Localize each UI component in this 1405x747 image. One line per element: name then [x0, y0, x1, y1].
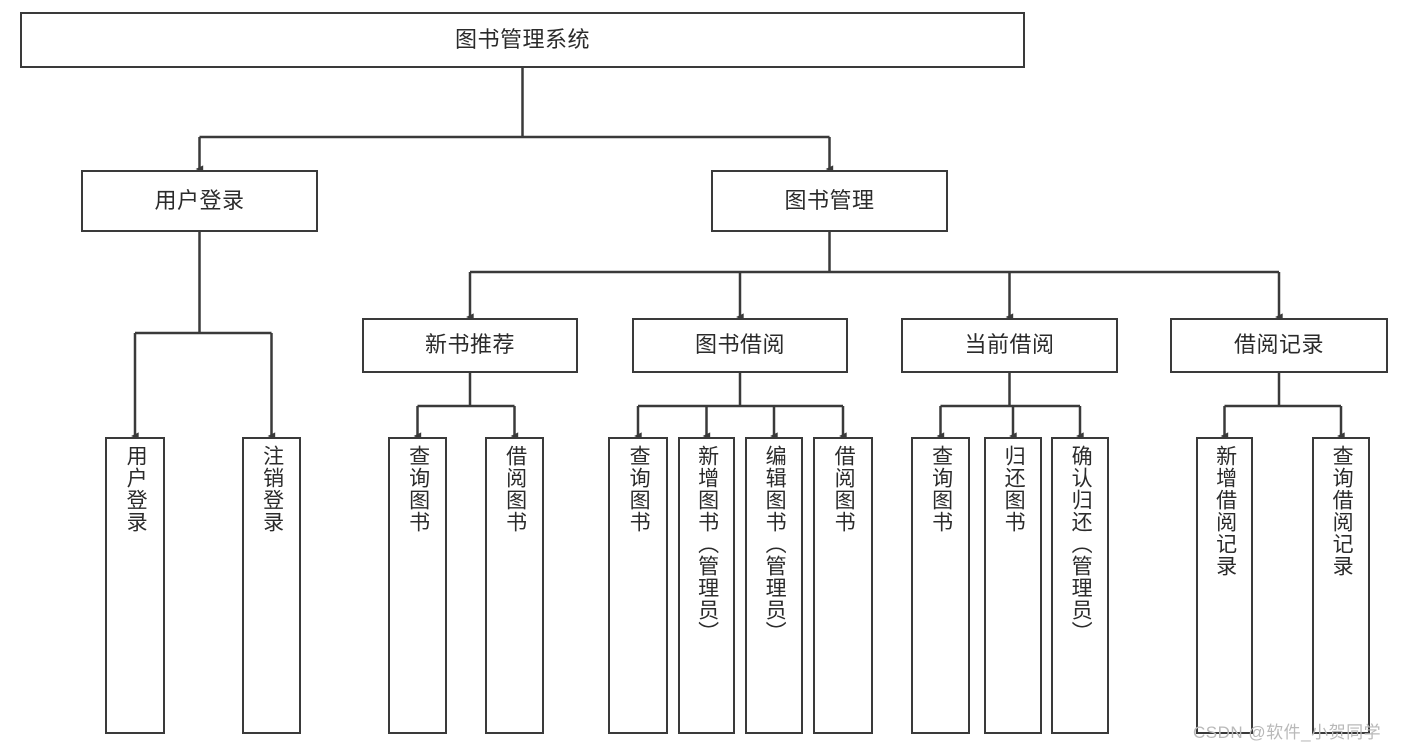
node-label: 图书管理系统 [454, 26, 590, 52]
node-leaf-logout[interactable]: 注销登录 [242, 437, 301, 734]
node-label: 查询图书 [627, 445, 651, 533]
node-current-borrow[interactable]: 当前借阅 [901, 318, 1118, 373]
node-leaf-add-book[interactable]: 新增图书（管理员） [678, 437, 735, 734]
node-leaf-confirm-return[interactable]: 确认归还（管理员） [1051, 437, 1109, 734]
node-label: 借阅图书 [503, 445, 527, 533]
node-label: 借阅图书 [832, 445, 856, 533]
node-borrow-record[interactable]: 借阅记录 [1170, 318, 1388, 373]
node-label: 新增图书（管理员） [695, 445, 719, 643]
node-leaf-add-record[interactable]: 新增借阅记录 [1196, 437, 1253, 734]
node-label: 用户登录 [154, 187, 245, 213]
node-label: 新书推荐 [424, 332, 515, 358]
node-label: 查询图书 [929, 445, 953, 533]
node-label: 归还图书 [1002, 445, 1026, 533]
node-leaf-user-login[interactable]: 用户登录 [105, 437, 165, 734]
node-leaf-borrow-book-2[interactable]: 借阅图书 [813, 437, 873, 734]
node-label: 图书借阅 [694, 332, 785, 358]
node-label: 注销登录 [260, 445, 284, 533]
node-root[interactable]: 图书管理系统 [20, 12, 1025, 68]
node-label: 确认归还（管理员） [1069, 445, 1093, 643]
node-label: 编辑图书（管理员） [763, 445, 787, 643]
node-label: 用户登录 [124, 445, 148, 533]
node-label: 查询借阅记录 [1330, 445, 1354, 577]
node-leaf-query-book-3[interactable]: 查询图书 [911, 437, 970, 734]
node-user-login[interactable]: 用户登录 [81, 170, 318, 232]
node-label: 借阅记录 [1233, 332, 1324, 358]
node-leaf-query-book-2[interactable]: 查询图书 [608, 437, 668, 734]
node-label: 新增借阅记录 [1213, 445, 1237, 577]
node-book-borrow[interactable]: 图书借阅 [632, 318, 848, 373]
node-leaf-query-record[interactable]: 查询借阅记录 [1312, 437, 1370, 734]
node-book-manage[interactable]: 图书管理 [711, 170, 948, 232]
node-leaf-query-book-1[interactable]: 查询图书 [388, 437, 447, 734]
node-new-book-rec[interactable]: 新书推荐 [362, 318, 578, 373]
node-leaf-return-book[interactable]: 归还图书 [984, 437, 1042, 734]
connector-group [131, 68, 1345, 440]
node-label: 当前借阅 [964, 332, 1055, 358]
node-label: 查询图书 [406, 445, 430, 533]
node-label: 图书管理 [784, 187, 875, 213]
node-leaf-edit-book[interactable]: 编辑图书（管理员） [745, 437, 803, 734]
node-leaf-borrow-book-1[interactable]: 借阅图书 [485, 437, 544, 734]
